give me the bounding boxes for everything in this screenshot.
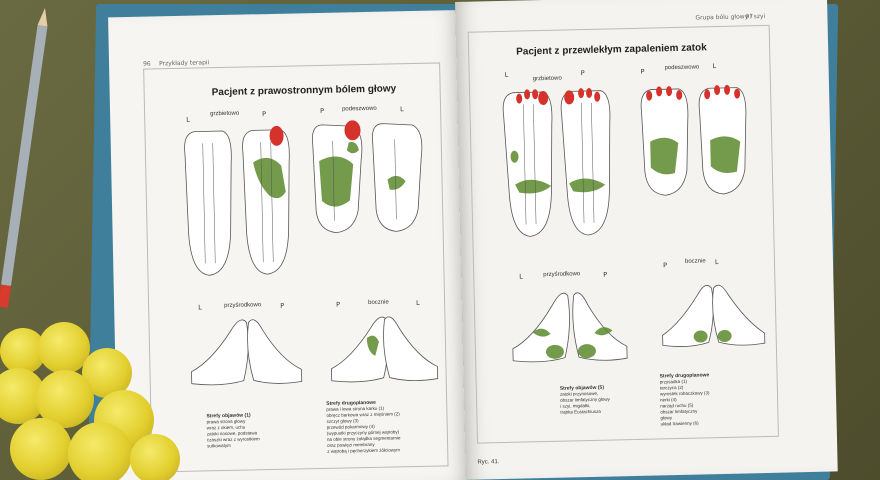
label-view-lateral: bocznie bbox=[368, 299, 389, 306]
foot-diagram-top bbox=[184, 120, 423, 276]
caption-line: narząd ruchu (5) bbox=[660, 402, 694, 409]
caption-line: trąbka Eustachiusza bbox=[560, 408, 601, 415]
label-P: P bbox=[580, 69, 585, 78]
label-view-medial: przyśrodkowo bbox=[224, 302, 262, 310]
label-L: L bbox=[416, 298, 420, 307]
caption-line: wraz z okiem, uchu bbox=[206, 424, 246, 431]
caption-line: czaszki wraz z wyrostkiem bbox=[206, 436, 260, 443]
caption-line: i szyi, migdałki, bbox=[560, 403, 591, 409]
caption-line: przysadka (1) bbox=[659, 378, 687, 385]
right-page-number: 97 bbox=[745, 13, 754, 21]
label-L: L bbox=[504, 70, 509, 79]
caption-line: sutkowatym bbox=[207, 442, 231, 449]
caption-line: oraz powięzi membrany bbox=[327, 441, 375, 448]
caption-line: tarczyca (2) bbox=[659, 384, 684, 391]
caption-background-zones: Strefy drugoplanowe przysadka (1) tarczy… bbox=[659, 371, 780, 428]
right-running-head: Grupa bólu głowy i szyi bbox=[695, 12, 766, 22]
caption-line: wyrostek robaczkowy (3) bbox=[659, 390, 710, 397]
label-L: L bbox=[399, 105, 404, 114]
caption-line: nerki (4) bbox=[660, 397, 677, 403]
caption-line: prawa strona głowy bbox=[206, 418, 246, 425]
foot-diagram-bottom bbox=[512, 284, 766, 363]
label-view-lateral: bocznie bbox=[684, 258, 706, 265]
label-L: L bbox=[198, 303, 202, 312]
caption-line: układ trawienny (6) bbox=[660, 420, 699, 427]
foot-diagram-top bbox=[502, 84, 747, 237]
right-page: Grupa bólu głowy i szyi 97 Pacjent z prz… bbox=[455, 0, 838, 480]
flower-head bbox=[130, 434, 180, 480]
caption-line: z wątrobą i pęcherzykiem żółciowym bbox=[327, 447, 401, 454]
yellow-flowers bbox=[0, 318, 190, 480]
foot-diagram-bottom bbox=[191, 316, 439, 386]
left-page: 96 Przykłady terapii Pacjent z prawostro… bbox=[108, 10, 470, 480]
label-view-plantar: podeszwowo bbox=[664, 64, 700, 72]
caption-line: głowy bbox=[660, 415, 673, 421]
label-L: L bbox=[714, 258, 719, 267]
label-view-dorsal: grzbietowo bbox=[532, 75, 562, 83]
label-view-dorsal: grzbietowo bbox=[210, 110, 240, 118]
figure-label: Ryc. 41. bbox=[477, 459, 500, 466]
label-view-plantar: podeszwowo bbox=[341, 105, 377, 113]
flower-head bbox=[68, 422, 132, 480]
label-P: P bbox=[603, 270, 608, 279]
caption-line: szczyt głowy (3) bbox=[326, 418, 359, 424]
label-P: P bbox=[319, 106, 325, 115]
label-P: P bbox=[336, 300, 341, 309]
caption-line: obręcz barkowa wraz z mięśniem (2) bbox=[326, 411, 400, 418]
caption-background-zones: Strefy drugoplanowe prawa i lewa strona … bbox=[326, 399, 437, 455]
flower-head bbox=[10, 418, 72, 480]
caption-line: obszar limfatyczny głowy bbox=[560, 396, 610, 403]
label-P: P bbox=[640, 67, 645, 76]
label-L: L bbox=[712, 62, 717, 71]
caption-line: przewód pokarmowy (4) bbox=[326, 423, 375, 430]
label-P: P bbox=[662, 261, 668, 270]
label-view-medial: przyśrodkowo bbox=[543, 271, 581, 279]
flower-head bbox=[38, 322, 90, 374]
label-P: P bbox=[280, 301, 285, 310]
caption-symptom-zones: Strefy objawów (5) zatoki przynosowe, ob… bbox=[560, 384, 651, 416]
left-running-head: Przykłady terapii bbox=[158, 59, 210, 68]
caption-line: zatoki przynosowe, bbox=[559, 390, 599, 397]
caption-line: na obie strony żołądka segmentarnie bbox=[326, 435, 401, 442]
caption-line: obszar limfatyczny bbox=[660, 408, 698, 415]
caption-symptom-zones: Strefy objawów (1) prawa strona głowy wr… bbox=[206, 412, 297, 450]
label-L: L bbox=[519, 272, 523, 281]
label-P: P bbox=[262, 110, 267, 119]
label-L: L bbox=[186, 115, 190, 124]
left-page-number: 96 bbox=[142, 60, 151, 68]
